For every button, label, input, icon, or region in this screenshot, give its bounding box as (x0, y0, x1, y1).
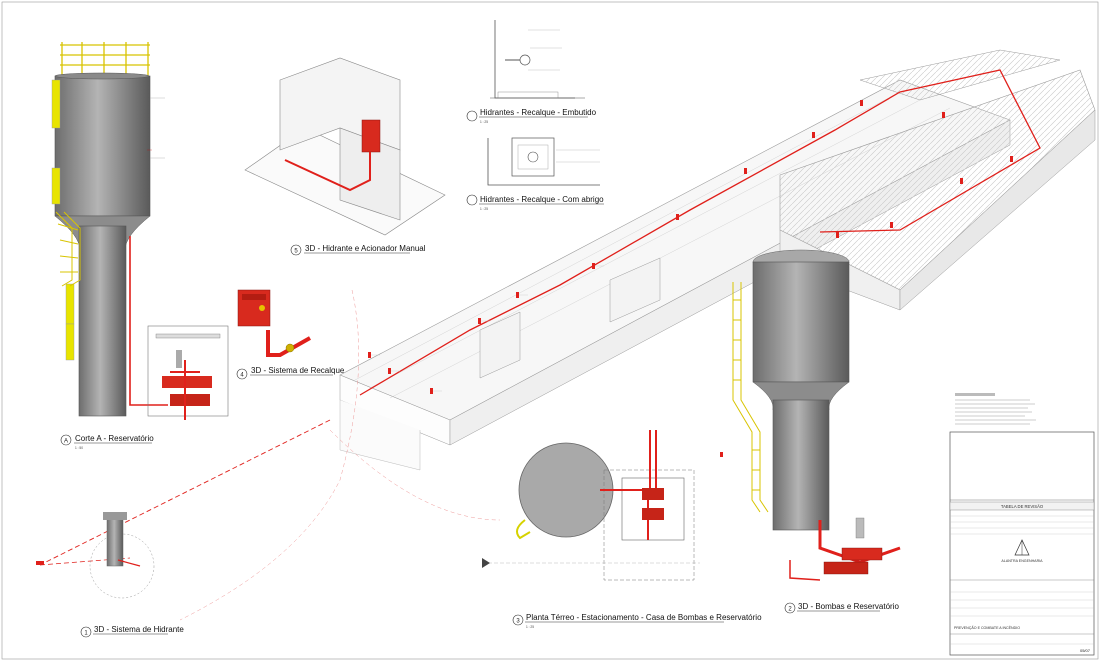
reservoir-plan (518, 442, 614, 538)
building-3d (339, 49, 1096, 471)
detail-recalque-embutido: Hidrantes - Recalque - Embutido 1 : 25 (466, 20, 597, 124)
view-number: 1 (84, 631, 88, 637)
view-title-abrigo: Hidrantes - Recalque - Com abrigo 1 : 25 (466, 194, 604, 211)
view-scale: 1 : 25 (526, 625, 534, 629)
detail-recalque-abrigo: Hidrantes - Recalque - Com abrigo 1 : 25 (466, 137, 604, 211)
view-title: 3D - Bombas e Reservatório (798, 602, 899, 611)
view-title: 3D - Sistema de Hidrante (94, 625, 184, 634)
view-number: 5 (294, 249, 298, 255)
leader-lines (371, 265, 604, 392)
hydrant-pipe (284, 152, 371, 192)
view-number: 2 (788, 607, 792, 613)
hydrant-tags (368, 100, 1013, 457)
sheet-name: PREVENÇÃO E COMBATE A INCÊNDIO (954, 625, 1020, 630)
pump-room (147, 325, 229, 417)
view-title-a: A Corte A - Reservatório 1 : 50 (60, 434, 154, 450)
view-title-embutido: Hidrantes - Recalque - Embutido 1 : 25 (466, 108, 597, 124)
view-3-pump-house-plan: 3 Planta Térreo - Estacionamento - Casa … (482, 430, 762, 629)
sheet-number: 05/07 (1080, 648, 1091, 653)
view-scale: 1 : 50 (75, 446, 83, 450)
tank-body-3d (752, 261, 850, 383)
view-1-hydrant-system-3d: 1 3D - Sistema de Hidrante (36, 512, 184, 638)
view-5-hydrant-3d: 5 3D - Hidrante e Acionador Manual (244, 57, 446, 256)
view-title-5: 5 3D - Hidrante e Acionador Manual (290, 244, 426, 256)
ladder (55, 211, 81, 287)
view-number: 3 (516, 619, 520, 625)
ladder-cages (51, 79, 75, 361)
recalque-pipe (266, 330, 311, 357)
view-title-1: 1 3D - Sistema de Hidrante (80, 625, 184, 638)
notes-block (955, 393, 1036, 425)
view-title: Planta Térreo - Estacionamento - Casa de… (526, 613, 762, 622)
tank-top-railing (60, 42, 150, 78)
hydrant-network-pipe (359, 69, 1041, 396)
view-title: Hidrantes - Recalque - Com abrigo (480, 195, 604, 204)
ladder-3d (732, 282, 769, 513)
view-title-4: 4 3D - Sistema de Recalque (236, 366, 345, 380)
view-number: A (64, 439, 68, 445)
tank-column-3d (772, 399, 830, 531)
tank-body (54, 75, 151, 217)
view-2-pumps-reservoir-3d: 2 3D - Bombas e Reservatório (732, 249, 901, 614)
view-title: 3D - Sistema de Recalque (251, 366, 345, 375)
view-4-recalque-3d: 4 3D - Sistema de Recalque (236, 289, 345, 380)
tank-column (78, 225, 127, 417)
view-title-2: 2 3D - Bombas e Reservatório (784, 602, 899, 614)
company-logo: ALANTRA ENGENHARIA (1001, 539, 1043, 563)
view-title: Corte A - Reservatório (75, 434, 154, 443)
view-title-3: 3 Planta Térreo - Estacionamento - Casa … (512, 613, 762, 629)
company-name: ALANTRA ENGENHARIA (1001, 559, 1043, 563)
section-a-water-tank: A Corte A - Reservatório 1 : 50 (51, 42, 229, 450)
underground-pipe (39, 419, 331, 566)
view-title: Hidrantes - Recalque - Embutido (480, 108, 597, 117)
view-title: 3D - Hidrante e Acionador Manual (305, 244, 426, 253)
pump-set (162, 350, 212, 420)
hydrant-cabinet (361, 119, 381, 153)
view-scale: 1 : 25 (480, 120, 488, 124)
view-number: 4 (240, 373, 244, 379)
title-block: TABELA DE REVISÃO ALANTRA ENGENHARIA PRE… (949, 431, 1095, 656)
revision-table-header: TABELA DE REVISÃO (1001, 504, 1044, 509)
view-scale: 1 : 25 (480, 207, 488, 211)
feed-pipe (129, 236, 168, 406)
